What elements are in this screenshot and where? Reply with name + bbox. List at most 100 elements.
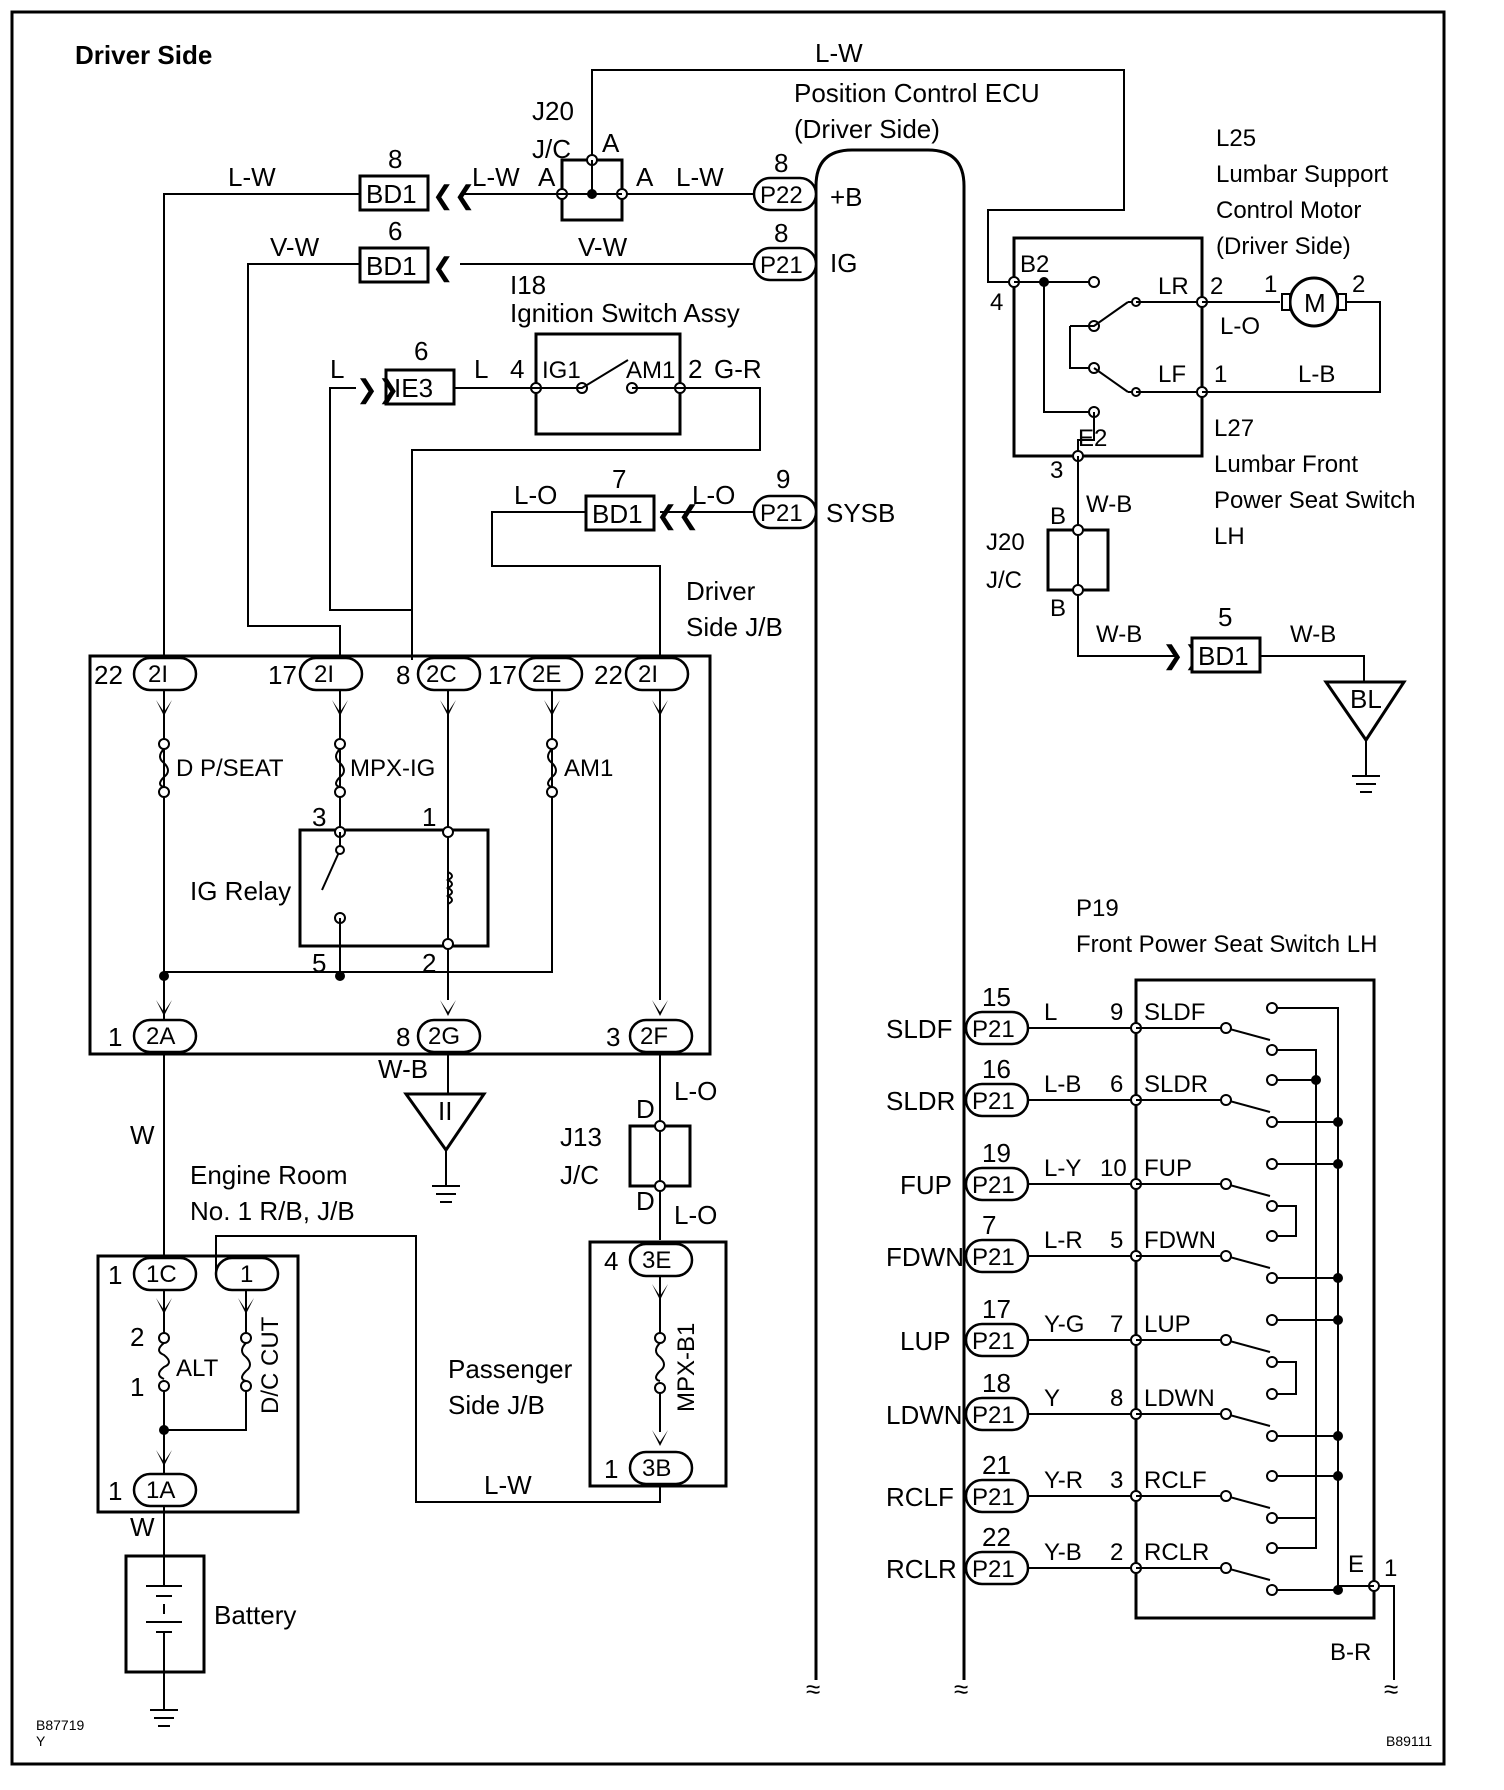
svg-text:V-W: V-W (578, 232, 628, 262)
seat-switch-bus (1277, 1007, 1374, 1595)
switch-terminal-label: RCLR (1144, 1539, 1209, 1566)
svg-text:Passenger: Passenger (448, 1354, 573, 1384)
battery: Battery (124, 1554, 296, 1674)
terminal (1266, 1430, 1278, 1442)
svg-text:D P/SEAT: D P/SEAT (176, 755, 284, 782)
svg-text:17: 17 (488, 660, 517, 690)
svg-text:P21: P21 (760, 252, 803, 279)
wire-color-label: Y-R (1044, 1467, 1083, 1494)
switch-terminal-label: FUP (1144, 1155, 1192, 1182)
svg-text:7: 7 (612, 464, 626, 494)
ecu-pin-number: 22 (982, 1522, 1011, 1552)
svg-text:J20: J20 (532, 96, 574, 126)
svg-text:L25: L25 (1216, 125, 1256, 152)
svg-text:J/C: J/C (532, 134, 571, 164)
terminal (1220, 1334, 1232, 1346)
terminal (1266, 1512, 1278, 1524)
svg-text:IE3: IE3 (394, 373, 433, 403)
switch-pin-number: 7 (1110, 1311, 1123, 1338)
svg-text:1: 1 (604, 1454, 618, 1484)
switch-terminal-label: LDWN (1144, 1385, 1215, 1412)
svg-text:1: 1 (130, 1372, 144, 1402)
terminal (1266, 1230, 1278, 1242)
switch-pin-number: 8 (1110, 1385, 1123, 1412)
svg-text:9: 9 (776, 464, 790, 494)
switch-contact (1136, 1183, 1271, 1197)
svg-text:BD1: BD1 (366, 251, 417, 281)
svg-text:E2: E2 (1078, 425, 1107, 452)
svg-text:W-B: W-B (1096, 621, 1142, 648)
svg-text:8: 8 (774, 218, 788, 248)
svg-text:❮❮: ❮❮ (656, 500, 700, 531)
ecu-pin-number: 15 (982, 982, 1011, 1012)
svg-text:MPX-B1: MPX-B1 (673, 1323, 700, 1412)
switch-contact (1136, 1495, 1271, 1509)
svg-text:Ignition Switch Assy: Ignition Switch Assy (510, 298, 740, 328)
svg-text:Power Seat Switch: Power Seat Switch (1214, 487, 1415, 514)
switch-terminal-label: SLDR (1144, 1071, 1208, 1098)
ecu-conn-label: P21 (972, 1016, 1015, 1043)
svg-text:2: 2 (688, 354, 702, 384)
ecu-signal-label: LUP (900, 1326, 951, 1356)
svg-text:A: A (636, 162, 654, 192)
svg-text:(Driver Side): (Driver Side) (1216, 233, 1351, 260)
svg-text:2F: 2F (640, 1023, 668, 1050)
svg-text:L-W: L-W (472, 162, 520, 192)
svg-text:1: 1 (108, 1022, 122, 1052)
svg-text:BD1: BD1 (1198, 641, 1249, 671)
svg-text:1: 1 (1214, 361, 1227, 388)
svg-text:A: A (538, 162, 556, 192)
switch-terminal-label: LUP (1144, 1311, 1191, 1338)
svg-text:D: D (636, 1094, 655, 1124)
svg-text:2A: 2A (146, 1023, 175, 1050)
ecu-signal-label: SLDR (886, 1086, 955, 1116)
svg-text:2I: 2I (314, 661, 334, 688)
ignition-switch: I18 Ignition Switch Assy IG1 AM1 4 2 (510, 270, 740, 436)
switch-contact (1136, 1027, 1271, 1041)
svg-text:L-O: L-O (674, 1200, 717, 1230)
terminal (1220, 1562, 1232, 1574)
wire-color-label: L (1044, 999, 1057, 1026)
ecu-conn-label: P21 (972, 1172, 1015, 1199)
svg-text:Side J/B: Side J/B (686, 612, 783, 642)
svg-text:P19: P19 (1076, 895, 1119, 922)
switch-terminal-label: RCLF (1144, 1467, 1207, 1494)
svg-text:IG1: IG1 (542, 357, 581, 384)
svg-text:BD1: BD1 (592, 499, 643, 529)
connector-bd1-5: ❯❯ BD1 5 (1162, 602, 1262, 674)
jc-j13: D D L-O L-O J13 J/C (560, 1052, 717, 1240)
wire-color-label: L-R (1044, 1227, 1083, 1254)
svg-text:3E: 3E (642, 1247, 671, 1274)
svg-text:≈: ≈ (806, 1674, 820, 1704)
ecu-pin-number: 19 (982, 1138, 1011, 1168)
ecu-pin-p21-ig: P21 8 IG (752, 218, 857, 282)
svg-text:P22: P22 (760, 182, 803, 209)
switch-contact (1136, 1339, 1271, 1353)
terminal (1220, 1408, 1232, 1420)
svg-text:L: L (474, 354, 488, 384)
svg-text:L-W: L-W (815, 38, 863, 68)
terminal (1220, 1250, 1232, 1262)
svg-text:D/C CUT: D/C CUT (257, 1316, 284, 1414)
svg-text:W-B: W-B (378, 1054, 428, 1084)
svg-text:8: 8 (774, 148, 788, 178)
svg-text:B: B (1050, 503, 1066, 530)
ecu-signal-label: LDWN (886, 1400, 963, 1430)
svg-text:IG: IG (830, 248, 857, 278)
ground-ii: W-B II (378, 1052, 487, 1203)
svg-text:8: 8 (396, 660, 410, 690)
svg-text:5: 5 (1218, 602, 1232, 632)
terminal (1266, 1356, 1278, 1368)
svg-text:L27: L27 (1214, 415, 1254, 442)
fuse-mpx-ig: MPX-IG (334, 738, 435, 798)
svg-text:Side J/B: Side J/B (448, 1390, 545, 1420)
terminal (1220, 1094, 1232, 1106)
passenger-side-jb: 3E4 MPX-B1 3B1 (588, 1240, 728, 1488)
